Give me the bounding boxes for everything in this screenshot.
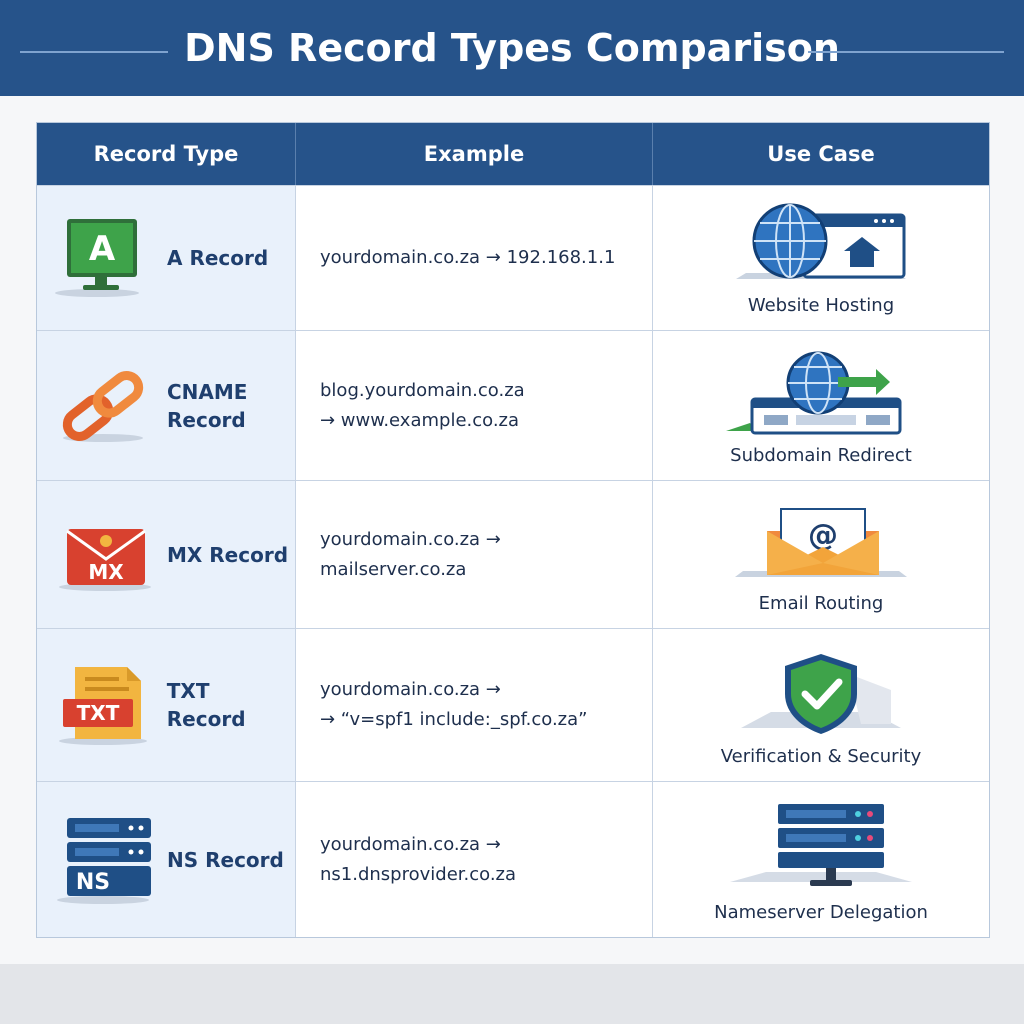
shield-check-icon: [741, 654, 901, 734]
example-text: yourdomain.co.za → mailserver.co.za: [320, 528, 501, 580]
footer-band: [0, 964, 1024, 1024]
envelope-at-icon: @: [735, 508, 907, 577]
record-label: MX Record: [167, 542, 289, 567]
record-type-cell: A A Record: [37, 186, 296, 330]
header-use-case: Use Case: [767, 142, 875, 166]
table-row: NS NS Record yourdomain.co.za → ns1.dnsp…: [37, 781, 989, 937]
header-example: Example: [296, 123, 653, 185]
use-case-label: Website Hosting: [747, 295, 895, 316]
table-row: CNAME Record blog.yourdomain.co.za → www…: [37, 330, 989, 480]
record-label: A Record: [167, 246, 269, 270]
globe-website-icon: [736, 203, 906, 279]
record-label: TXT Record: [166, 679, 246, 731]
use-case-label: Nameserver Delegation: [714, 902, 928, 923]
banner-divider-left: [20, 51, 168, 53]
record-type-cell: MX MX Record: [37, 481, 296, 628]
use-case-label: Subdomain Redirect: [730, 445, 912, 466]
title-banner: DNS Record Types Comparison: [0, 0, 1024, 96]
globe-redirect-icon: [726, 351, 902, 435]
document-txt-icon: TXT: [59, 667, 147, 745]
example-text: yourdomain.co.za → ns1.dnsprovider.co.za: [320, 833, 517, 885]
use-case-cell: @ Email Routing: [653, 481, 989, 628]
dns-comparison-table: Record Type Example Use Case A A Record …: [36, 122, 990, 938]
table-header: Record Type Example Use Case: [37, 123, 989, 185]
banner-divider-right: [808, 51, 1004, 53]
table-row: A A Record yourdomain.co.za → 192.168.1.…: [37, 185, 989, 330]
record-label: CNAME Record: [167, 379, 248, 432]
page-title: DNS Record Types Comparison: [184, 26, 840, 70]
example-text: blog.yourdomain.co.za → www.example.co.z…: [320, 379, 525, 431]
example-cell: yourdomain.co.za → ns1.dnsprovider.co.za: [296, 782, 653, 937]
mail-mx-icon: MX: [59, 528, 151, 591]
chain-link-icon: [62, 370, 144, 442]
use-case-cell: Nameserver Delegation: [653, 782, 989, 937]
icon-letter: NS: [76, 870, 110, 895]
server-stack-icon: [730, 804, 912, 886]
example-cell: blog.yourdomain.co.za → www.example.co.z…: [296, 331, 653, 480]
example-cell: yourdomain.co.za → → “v=spf1 include:_sp…: [296, 629, 653, 781]
icon-letter: MX: [88, 560, 124, 584]
icon-letter: A: [89, 229, 116, 269]
table-row: TXT TXT Record yourdomain.co.za → → “v=s…: [37, 628, 989, 781]
server-ns-icon: NS: [57, 817, 151, 904]
record-type-cell: CNAME Record: [37, 331, 296, 480]
use-case-cell: Subdomain Redirect: [653, 331, 989, 480]
use-case-cell: Website Hosting: [653, 186, 989, 330]
example-cell: yourdomain.co.za → 192.168.1.1: [296, 186, 653, 330]
header-record-type: Record Type: [37, 123, 296, 185]
record-type-cell: TXT TXT Record: [37, 629, 296, 781]
table-row: MX MX Record yourdomain.co.za → mailserv…: [37, 480, 989, 628]
use-case-cell: Verification & Security: [653, 629, 989, 781]
example-cell: yourdomain.co.za → mailserver.co.za: [296, 481, 653, 628]
icon-letter: TXT: [77, 701, 120, 725]
record-type-cell: NS NS Record: [37, 782, 296, 937]
use-case-label: Email Routing: [758, 593, 884, 614]
example-text: yourdomain.co.za → 192.168.1.1: [320, 247, 616, 268]
record-label: NS Record: [167, 847, 284, 872]
example-text: yourdomain.co.za → → “v=spf1 include:_sp…: [320, 679, 588, 730]
monitor-a-icon: A: [55, 219, 139, 297]
use-case-label: Verification & Security: [720, 746, 922, 767]
